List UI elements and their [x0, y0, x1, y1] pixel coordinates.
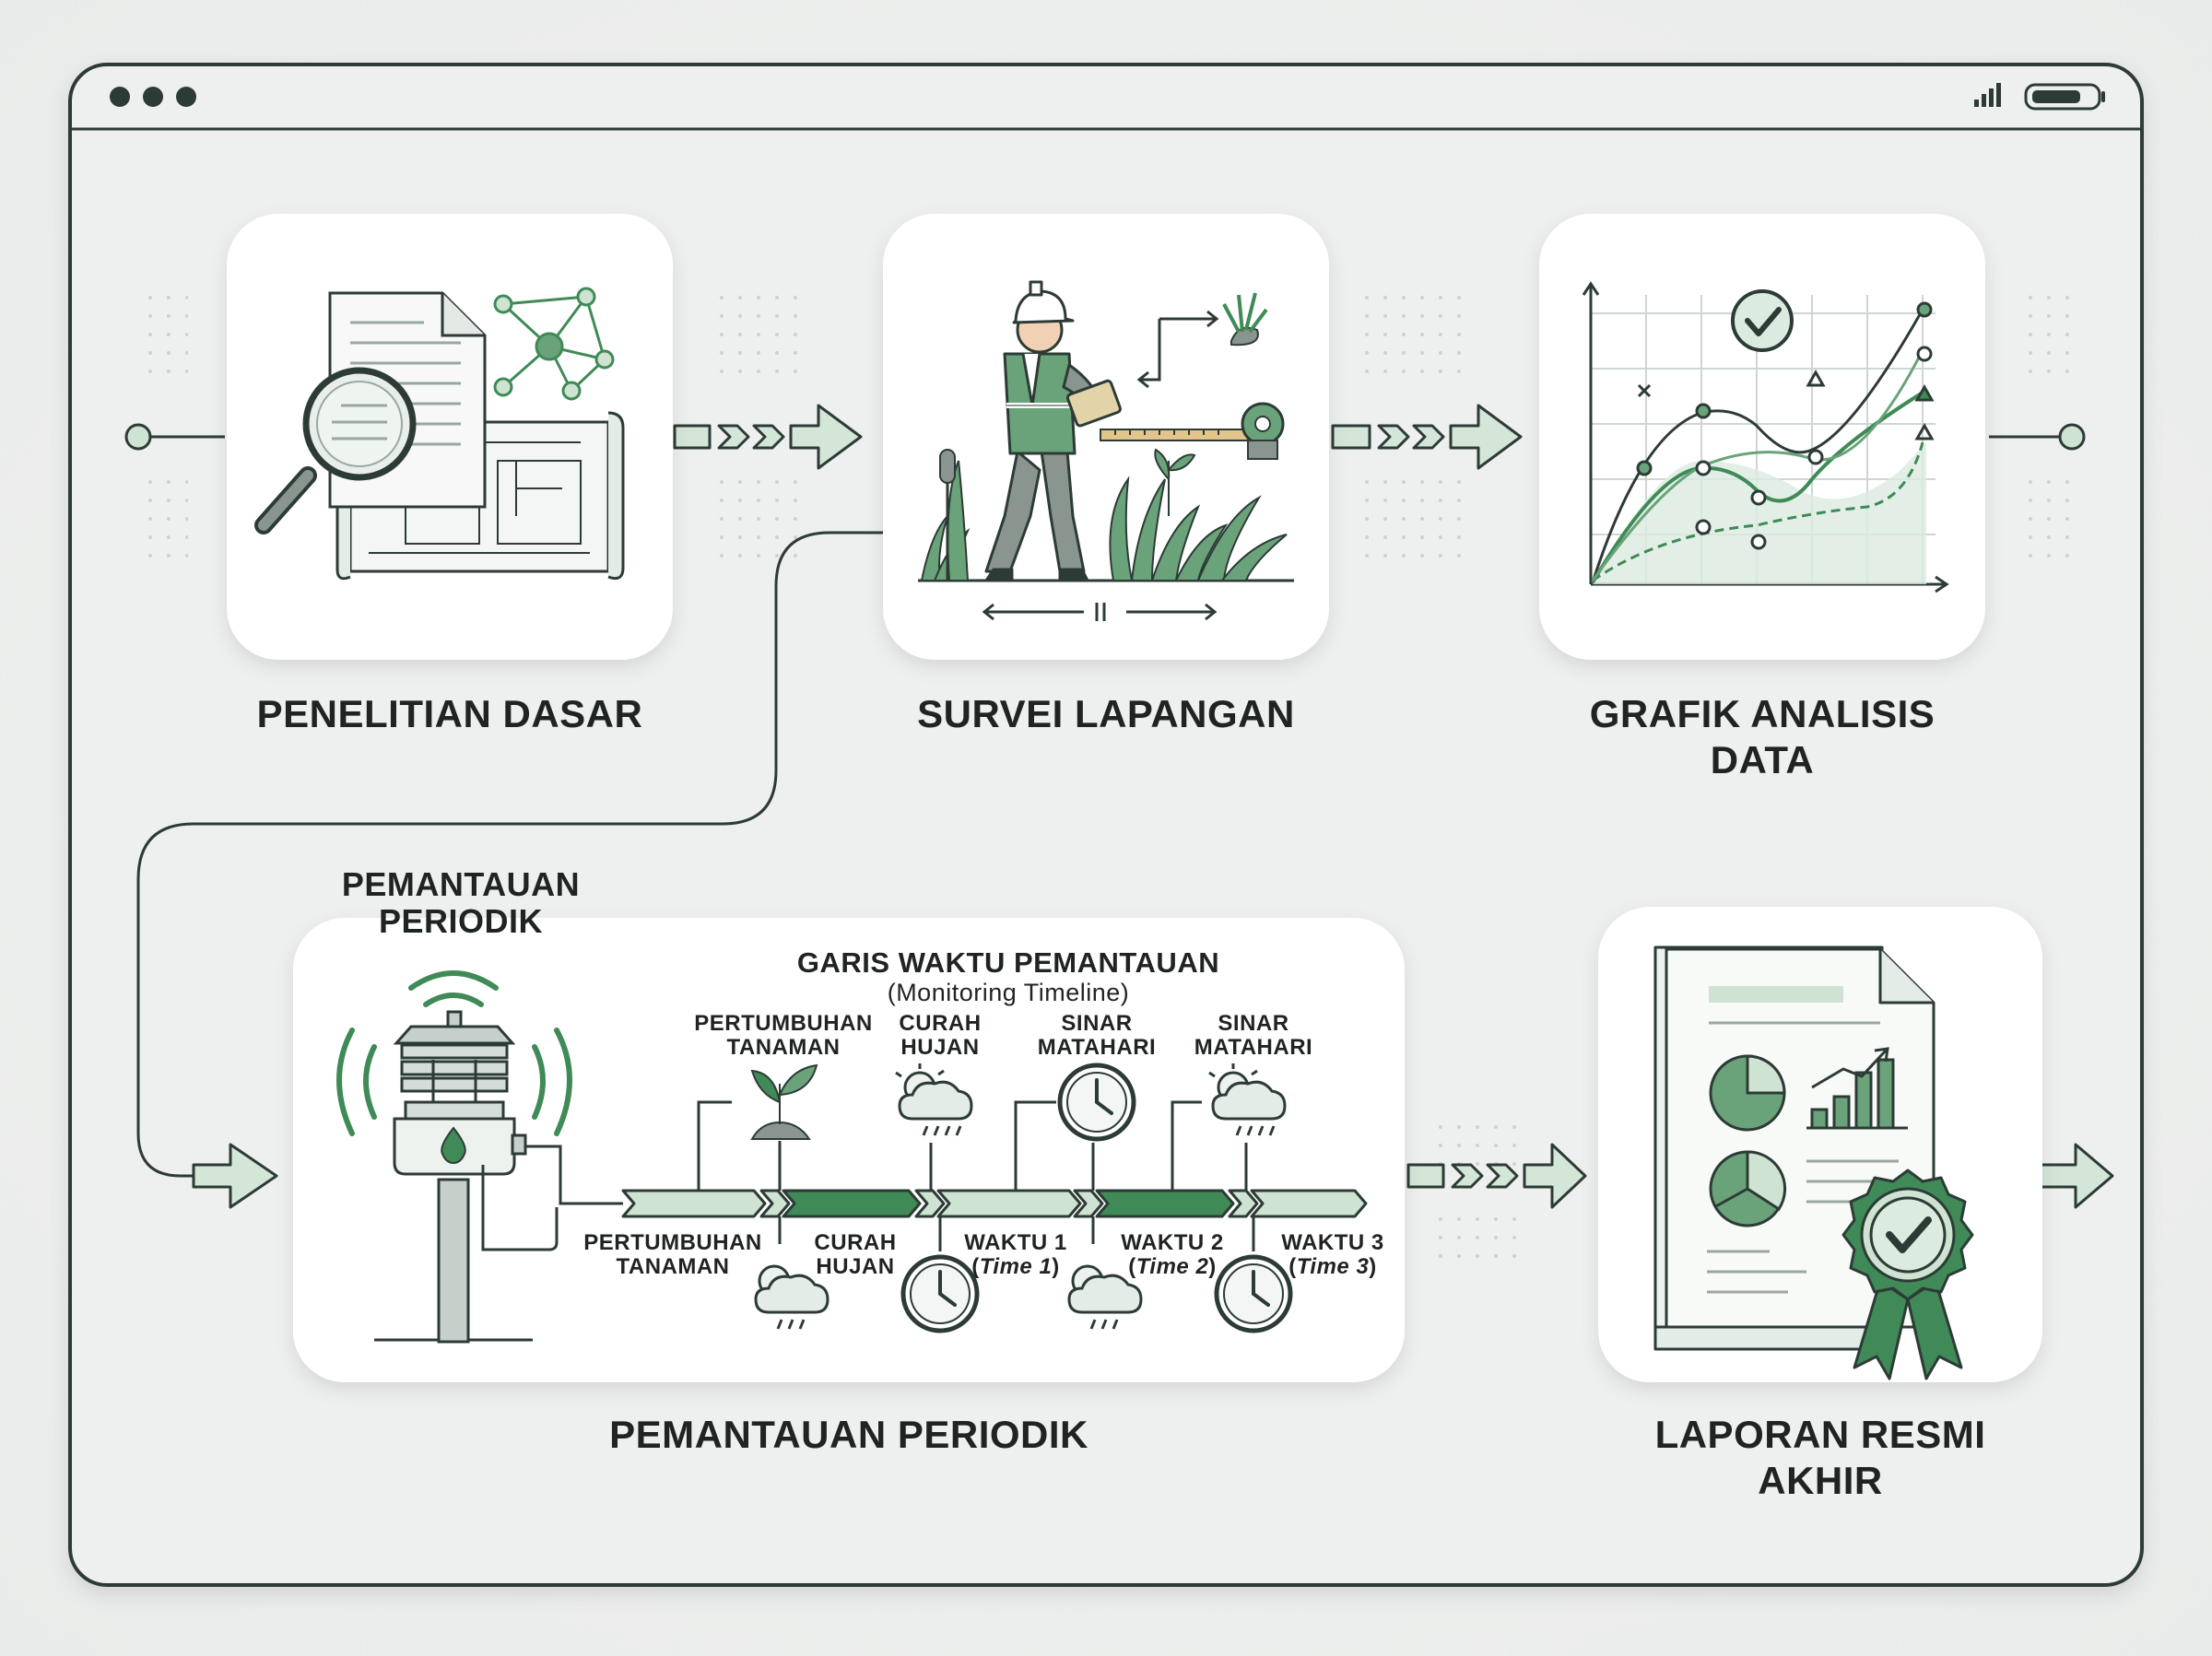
cloud-rain-icon [895, 1063, 973, 1136]
surveyor-person-icon [984, 280, 1122, 582]
cloud-rain-icon-bottom-1 [754, 1264, 830, 1330]
timeline-bottom-label-5: WAKTU 3 (Time 3) [1281, 1230, 1384, 1279]
arrow-stage2-to-stage3 [1331, 404, 1523, 470]
stage-4-top-label-line1: PEMANTAUAN [341, 865, 581, 903]
chart-series-4 [1591, 349, 1924, 581]
check-circle-icon [1731, 289, 1794, 352]
chart-markers [1637, 369, 1935, 440]
sun-cloud-icon [1208, 1063, 1287, 1136]
clock-icon-bottom-1 [900, 1254, 980, 1333]
card-penelitian-dasar[interactable] [227, 214, 673, 660]
timeline-bar [621, 1189, 1368, 1218]
window-dot-1[interactable] [110, 87, 130, 107]
timeline-subtitle: (Monitoring Timeline) [887, 979, 1130, 1006]
timeline-bottom-label-4: WAKTU 2 (Time 2) [1121, 1230, 1224, 1279]
magnifier-icon [254, 367, 417, 534]
plant-growth-icon [750, 1063, 818, 1140]
small-plant-icon [1222, 292, 1268, 346]
arrow-exit-stage5 [2039, 1143, 2114, 1209]
timeline-title: GARIS WAKTU PEMANTAUAN [796, 946, 1220, 979]
measuring-tape-icon [1100, 402, 1285, 460]
network-nodes-icon [493, 287, 615, 401]
stage-5-label-line1: LAPORAN RESMI [1654, 1413, 1986, 1456]
stage-4-bottom-label: PEMANTAUAN PERIODIK [609, 1413, 1088, 1456]
arrow-stage1-to-stage2 [673, 404, 863, 470]
bar-chart-icon [1806, 1047, 1908, 1130]
weather-sensor-icon [336, 970, 623, 1344]
stage-3-label-line1: GRAFIK ANALISIS [1589, 692, 1936, 735]
card-laporan-resmi-akhir[interactable] [1598, 907, 2042, 1382]
arrow-into-stage4 [192, 1143, 278, 1209]
pie-chart-icon [1709, 1054, 1787, 1227]
window-dot-3[interactable] [176, 87, 196, 107]
route-arrow-icon [1136, 310, 1219, 389]
flow-path-stage2-to-stage4 [136, 531, 883, 1178]
stage-4-top-label-line2: PERIODIK [378, 902, 544, 940]
stage-5-label-line2: AKHIR [1758, 1459, 1883, 1502]
sprout-icon [1154, 448, 1196, 516]
timeline-bottom-label-3: WAKTU 1 (Time 1) [964, 1230, 1067, 1279]
window-dot-2[interactable] [143, 87, 163, 107]
card-survei-lapangan[interactable] [883, 214, 1329, 660]
cloud-rain-icon-bottom-2 [1067, 1264, 1143, 1330]
award-badge-icon [1841, 1169, 1974, 1380]
chart-series-1 [1591, 309, 1924, 583]
arrow-stage4-to-stage5 [1406, 1143, 1587, 1209]
clock-icon-bottom-2 [1214, 1254, 1293, 1333]
chart-points [1636, 301, 1933, 550]
dot-pattern-decor [136, 293, 2076, 1272]
stage-1-label: PENELITIAN DASAR [256, 692, 643, 735]
cattail-icon [939, 449, 956, 581]
stage-2-label: SURVEI LAPANGAN [917, 692, 1295, 735]
timeline-leaders [697, 1100, 1255, 1251]
clock-icon [1057, 1063, 1136, 1142]
start-connector [124, 423, 225, 451]
signal-icon [1974, 83, 2001, 107]
stage-3-label-line2: DATA [1710, 738, 1815, 781]
card-grafik-analisis-data[interactable] [1539, 214, 1985, 660]
battery-icon [2024, 83, 2105, 111]
dimension-arrow [982, 603, 1218, 621]
grass-icon [920, 460, 1288, 581]
end-connector [1989, 423, 2086, 451]
card-pemantauan-periodik[interactable] [293, 918, 1405, 1382]
